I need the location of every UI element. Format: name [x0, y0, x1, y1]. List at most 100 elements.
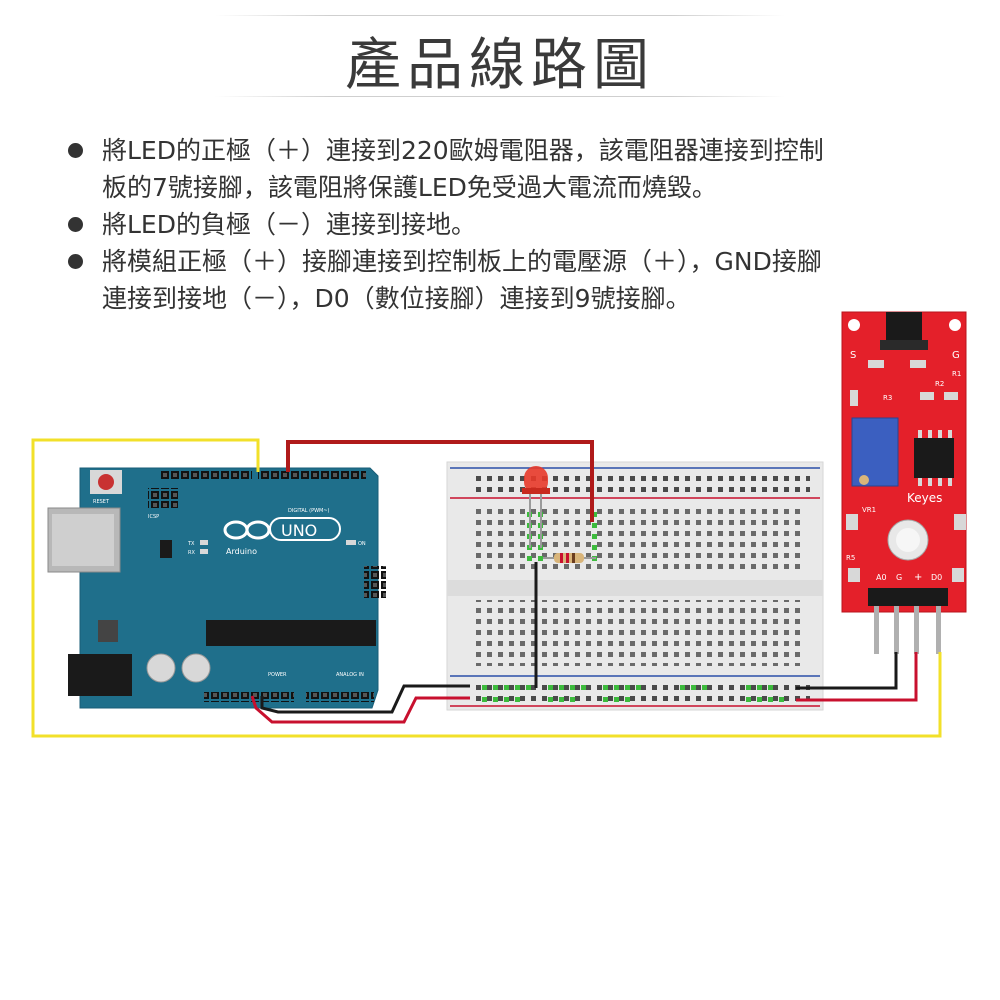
small-chip: [160, 540, 172, 558]
reset-label: RESET: [93, 499, 110, 505]
led-l1: [846, 514, 858, 530]
instruction-line: 將模組正極（＋）接腳連接到控制板上的電壓源（＋），GND接腳: [102, 247, 822, 276]
bottom-rail-holes: [470, 682, 810, 702]
bullet-dot: [68, 217, 83, 232]
sound-sensor-module: S G R3 R2 R1 VR1 Keyes R5 A0 G + D0: [841, 311, 967, 654]
bottom-terminal-holes: [470, 600, 800, 666]
capacitor-right: [181, 653, 211, 683]
r3-label: R3: [883, 394, 892, 402]
analog-label: ANALOG IN: [336, 672, 364, 678]
arduino-pcb: [79, 467, 379, 709]
arduino-uno-board: RESET ICSP DIGITAL (PWM~) UNO Arduino TX…: [47, 467, 386, 709]
pin-g-label: G: [896, 573, 902, 582]
instruction-line: 板的7號接腳，該電阻將保護LED免受過大電流而燒毀。: [102, 173, 717, 202]
digital-label: DIGITAL (PWM~): [288, 508, 330, 514]
icsp-label: ICSP: [148, 514, 159, 520]
capacitor-left: [146, 653, 176, 683]
sensor-element-base: [880, 340, 928, 350]
wire-red-arduino-5v: [250, 695, 470, 724]
top-terminal-holes: [470, 508, 800, 574]
sensor-pcb: [841, 311, 967, 613]
on-led: [346, 540, 356, 545]
sensor-header: [868, 588, 948, 606]
page-title: 產品線路圖: [345, 33, 655, 98]
wire-black-arduino-gnd: [260, 684, 470, 714]
smd-part: [848, 568, 860, 582]
pin-vcc: [914, 606, 919, 654]
wire-red-pin7: [286, 440, 594, 522]
wire-black-sensor-gnd: [796, 652, 898, 690]
pin-d0-label: D0: [931, 573, 942, 582]
sensor-dome-inner: [896, 528, 920, 552]
smd-part: [850, 390, 858, 406]
led-rim: [522, 488, 550, 494]
voltage-regulator: [98, 620, 118, 642]
sensor-g-label: G: [952, 350, 960, 361]
instruction-line: 將LED的負極（－）連接到接地。: [102, 210, 476, 239]
reset-button-cap: [98, 474, 114, 490]
red-led: [522, 466, 550, 548]
tx-led: [200, 540, 208, 545]
tx-label: TX: [187, 541, 195, 547]
potentiometer: [851, 417, 899, 487]
smd-part: [952, 568, 964, 582]
power-jack: [68, 654, 132, 696]
instruction-item: 將LED的正極（＋）連接到220歐姆電阻器，該電阻器連接到控制 板的7號接腳，該…: [66, 132, 966, 206]
instruction-item: 將LED的負極（－）連接到接地。: [66, 206, 966, 243]
mount-hole: [949, 319, 961, 331]
analog-header: [306, 692, 374, 702]
uno-logo-text: UNO: [281, 521, 317, 540]
led-l2: [954, 514, 966, 530]
pin-plus-label: +: [914, 572, 922, 583]
pin-a0-label: A0: [876, 573, 887, 582]
bullet-dot: [68, 143, 83, 158]
rx-label: RX: [188, 550, 195, 556]
instruction-line: 將LED的正極（＋）連接到220歐姆電阻器，該電阻器連接到控制: [102, 136, 824, 165]
on-label: ON: [358, 541, 366, 547]
comparator-chip: [914, 438, 954, 478]
resistor-band-1: [560, 553, 563, 563]
wire-yellow-d0: [31, 438, 942, 738]
rx-led: [200, 549, 208, 554]
resistor-band-3: [572, 553, 575, 563]
top-rail-holes: [470, 474, 810, 494]
arduino-brand-text: Arduino: [226, 547, 257, 556]
instruction-list: 將LED的正極（＋）連接到220歐姆電阻器，該電阻器連接到控制 板的7號接腳，該…: [66, 132, 966, 317]
led-dome: [524, 466, 548, 494]
sensor-s-label: S: [850, 350, 856, 361]
pin-a0: [874, 606, 879, 654]
r5-label: R5: [846, 554, 855, 562]
resistor-band-2: [566, 553, 569, 563]
icsp-header-right: [364, 566, 386, 598]
instruction-item: 將模組正極（＋）接腳連接到控制板上的電壓源（＋），GND接腳 連接到接地（－），…: [66, 243, 966, 317]
smd-part: [920, 392, 934, 400]
r1-label: R1: [952, 370, 961, 378]
atmega-chip: [206, 620, 376, 646]
center-channel: [447, 580, 823, 596]
vr1-label: VR1: [862, 506, 876, 514]
potentiometer-screw: [859, 475, 869, 485]
title-top-rule: [215, 15, 785, 16]
title-bottom-rule: [215, 96, 785, 97]
smd-part: [910, 360, 926, 368]
arduino-logo: UNO Arduino: [223, 517, 341, 556]
breadboard: [446, 461, 824, 711]
digital-header-right: [258, 470, 366, 480]
pin-d0: [936, 606, 941, 654]
usb-port-inner: [52, 514, 114, 566]
digital-header-left: [160, 470, 252, 480]
power-label: POWER: [268, 672, 287, 678]
keyes-brand: Keyes: [907, 491, 942, 505]
resistor-220-ohm: [543, 553, 596, 563]
instruction-line: 連接到接地（－），D0（數位接腳）連接到9號接腳。: [102, 284, 691, 313]
r2-label: R2: [935, 380, 944, 388]
smd-part: [944, 392, 958, 400]
wire-red-sensor-vcc: [796, 652, 918, 702]
mount-hole: [848, 319, 860, 331]
icsp-header-top: [148, 488, 178, 508]
smd-part: [868, 360, 884, 368]
bullet-dot: [68, 254, 83, 269]
power-header: [204, 692, 294, 702]
pin-gnd: [894, 606, 899, 654]
